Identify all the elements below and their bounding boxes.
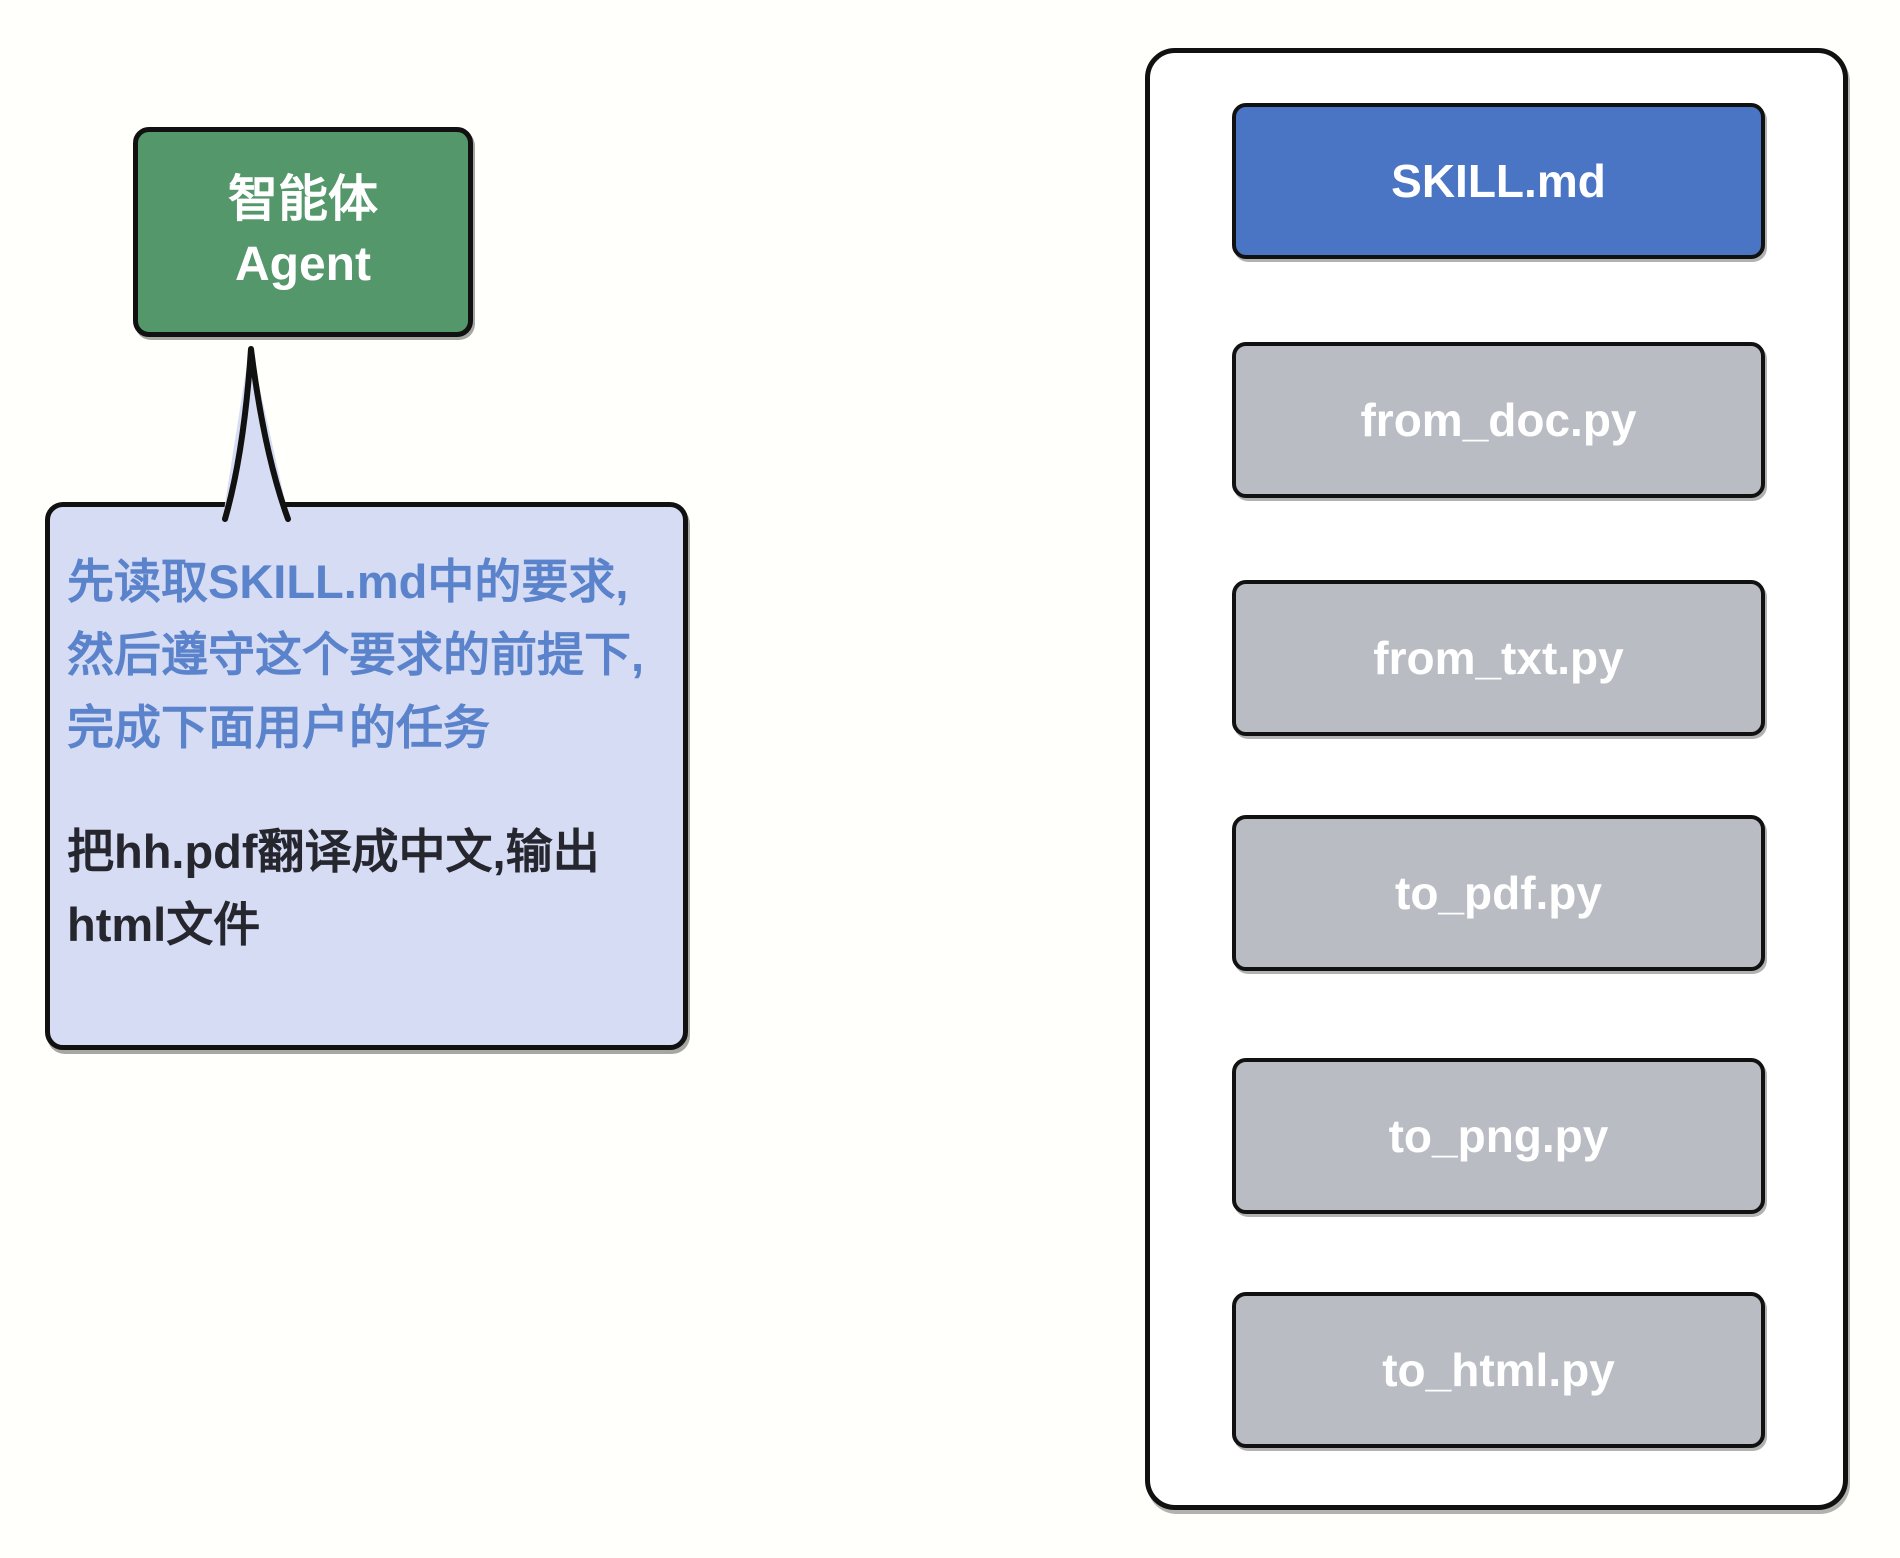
instruction-line-1: 先读取SKILL.md中的要求, [67,555,629,608]
task-text-block: 把hh.pdf翻译成中文,输出 html文件 [67,815,665,961]
file-box-skill-md: SKILL.md [1232,103,1765,259]
file-box-to-pdf: to_pdf.py [1232,815,1765,971]
task-line-1: 把hh.pdf翻译成中文,输出 [67,825,600,878]
prompt-callout: 先读取SKILL.md中的要求, 然后遵守这个要求的前提下, 完成下面用户的任务… [45,502,688,1050]
task-line-2: html文件 [67,898,261,951]
skills-folder-panel: SKILL.md from_doc.py from_txt.py to_pdf.… [1145,48,1848,1510]
agent-label-en: Agent [235,238,371,291]
file-box-from-txt: from_txt.py [1232,580,1765,736]
agent-label-zh: 智能体 [228,171,378,227]
agent-node: 智能体 Agent [133,127,473,337]
callout-tail-outline [222,346,291,522]
file-box-to-html: to_html.py [1232,1292,1765,1448]
callout-tail-icon [222,345,291,523]
instruction-line-2: 然后遵守这个要求的前提下, [67,628,645,681]
file-box-to-png: to_png.py [1232,1058,1765,1214]
file-box-from-doc: from_doc.py [1232,342,1765,498]
instruction-line-3: 完成下面用户的任务 [67,701,490,754]
